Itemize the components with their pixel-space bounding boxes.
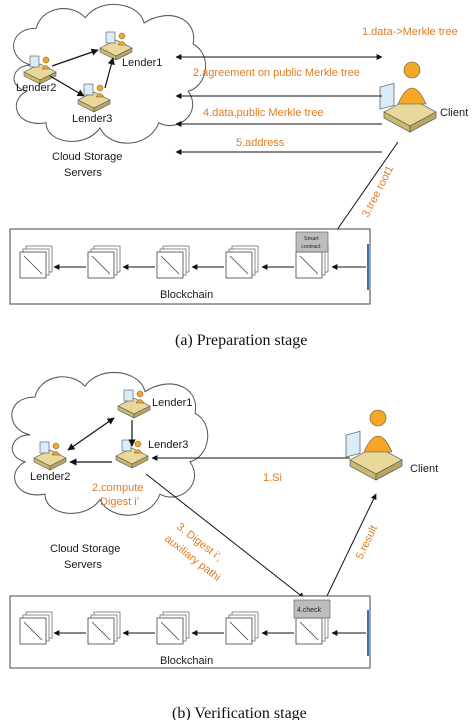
arrow-step3-b bbox=[145, 473, 305, 599]
client-icon-a bbox=[379, 61, 437, 133]
step2-label-b-line1: 2.compute bbox=[92, 482, 143, 494]
step5-label-a: 5.address bbox=[236, 137, 285, 149]
blockchain-label-b: Blockchain bbox=[160, 655, 213, 667]
arrow-step3-a bbox=[329, 141, 399, 241]
smart-contract-label1-a: Smart bbox=[304, 236, 319, 242]
client-label-b: Client bbox=[410, 463, 438, 475]
block-4-b bbox=[225, 611, 259, 645]
lender2-label-b: Lender2 bbox=[30, 471, 70, 483]
step2-label-b-line2: Digest i’ bbox=[100, 496, 139, 508]
block-3-b bbox=[156, 611, 190, 645]
client-icon-b bbox=[345, 409, 403, 481]
panel-b: Lender1 Lender2 Lender3 2.compute Digest… bbox=[9, 371, 438, 720]
block-1-a bbox=[19, 245, 53, 279]
step5-label-b: 5.result bbox=[354, 523, 380, 561]
smart-contract-label2-a: contract bbox=[301, 244, 321, 250]
block-2-a bbox=[87, 245, 121, 279]
lender3-label-b: Lender3 bbox=[148, 439, 188, 451]
step1-label-a: 1.data->Merkle tree bbox=[362, 26, 458, 38]
caption-b: (b) Verification stage bbox=[172, 705, 307, 720]
cloud-label-line2-b: Servers bbox=[64, 559, 102, 571]
cloud-label-line2-a: Servers bbox=[64, 167, 102, 179]
lender3-label-a: Lender3 bbox=[72, 113, 112, 125]
block-1-b bbox=[19, 611, 53, 645]
step3-label-a: 3.tree root1 bbox=[360, 164, 396, 220]
step4-label-b: 4.check bbox=[297, 607, 322, 614]
arrow-l2-l3-a bbox=[49, 75, 85, 97]
block-3-a bbox=[156, 245, 190, 279]
step2-label-a: 2.agreement on public Merkle tree bbox=[193, 67, 360, 79]
panel-a: Lender1 Lender2 Lender3 Cloud Storage Se… bbox=[9, 3, 468, 349]
arrow-l3-l1-a bbox=[104, 57, 115, 89]
lender1-label-a: Lender1 bbox=[122, 57, 162, 69]
block-4-a bbox=[225, 245, 259, 279]
step4-label-a: 4.data,public Merkle tree bbox=[203, 107, 323, 119]
check-box-b bbox=[293, 599, 331, 619]
blockchain-label-a: Blockchain bbox=[160, 289, 213, 301]
client-label-a: Client bbox=[440, 107, 468, 119]
smart-contract-box-a bbox=[295, 231, 329, 253]
cloud-label-line1-b: Cloud Storage bbox=[50, 543, 120, 555]
arrow-l2-l1-b bbox=[67, 417, 115, 451]
arrow-step5-b bbox=[325, 493, 377, 599]
cloud-label-line1-a: Cloud Storage bbox=[52, 151, 122, 163]
lender1-label-b: Lender1 bbox=[152, 397, 192, 409]
lender2-label-a: Lender2 bbox=[16, 82, 56, 94]
caption-a: (a) Preparation stage bbox=[175, 332, 307, 349]
arrow-l2-l1-a bbox=[51, 48, 99, 67]
block-2-b bbox=[87, 611, 121, 645]
step1-label-b: 1.Si bbox=[263, 472, 282, 484]
